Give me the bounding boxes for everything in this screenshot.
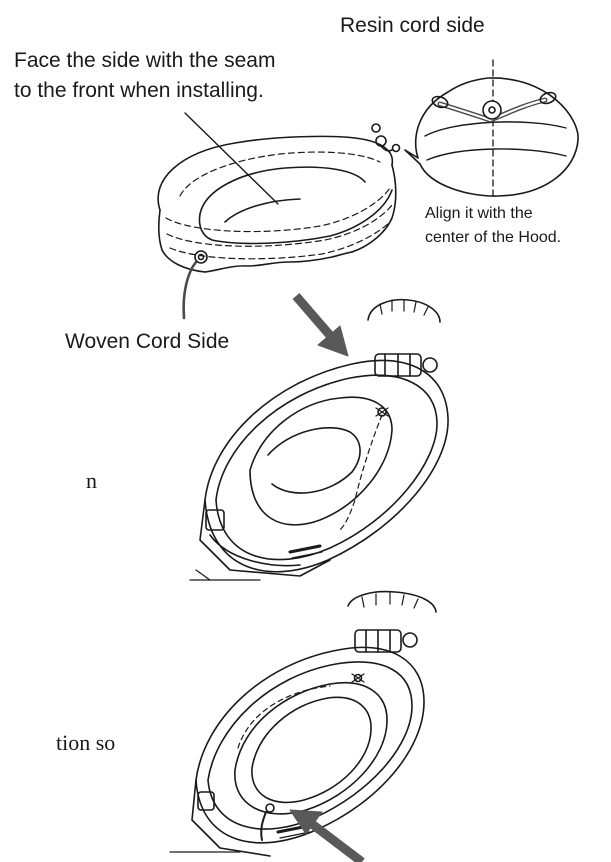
zoom-callout — [405, 60, 578, 198]
seam-leader-line — [185, 113, 278, 204]
hood-middle — [190, 300, 448, 580]
arrow-down-right — [296, 296, 348, 356]
filter-bag — [158, 136, 396, 272]
woven-cord — [184, 251, 207, 318]
